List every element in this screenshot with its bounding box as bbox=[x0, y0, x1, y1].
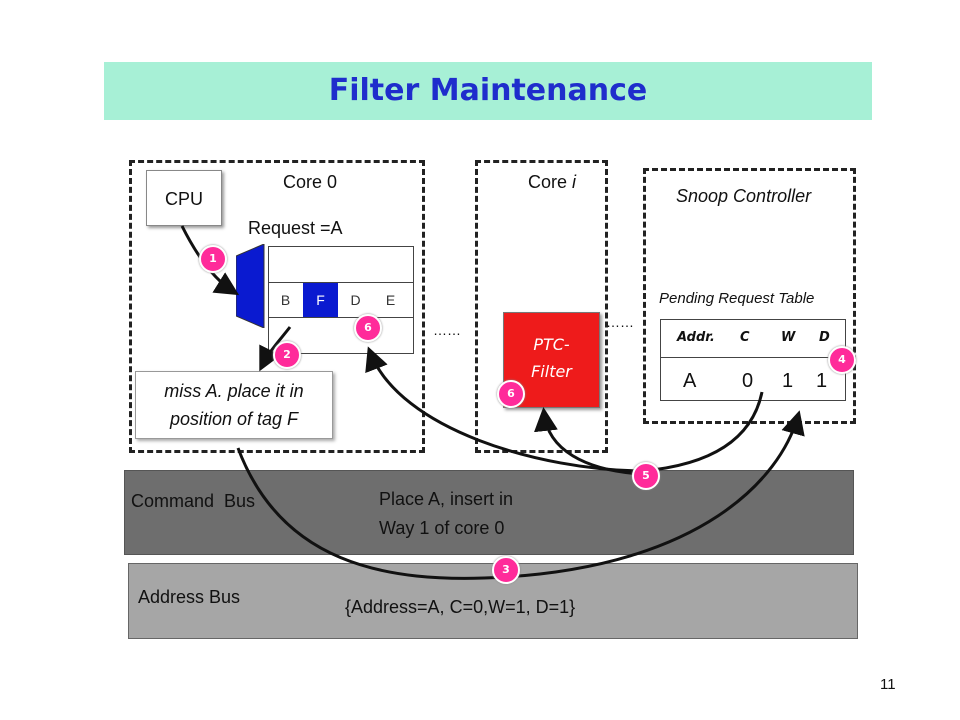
slide-title: Filter Maintenance bbox=[328, 73, 648, 108]
table-header-addr: Addr. bbox=[677, 330, 715, 345]
command-bus-label: Command Bus bbox=[131, 491, 256, 511]
ellipsis-left: …… bbox=[433, 322, 461, 338]
step-badge: 2 bbox=[273, 341, 301, 369]
ellipsis-right: …… bbox=[606, 314, 634, 330]
step-badge: 5 bbox=[632, 462, 660, 490]
cache-set bbox=[268, 246, 414, 354]
table-header-d: D bbox=[819, 330, 830, 345]
pending-request-table-title: Pending Request Table bbox=[659, 290, 815, 307]
ptc-filter-line2: Filter bbox=[531, 362, 572, 381]
title-bar bbox=[104, 62, 872, 120]
corei-label-var: i bbox=[572, 172, 577, 192]
step-badge: 1 bbox=[199, 245, 227, 273]
table-cell-c: 0 bbox=[742, 370, 754, 392]
cache-tag-highlighted: F bbox=[303, 283, 338, 317]
table-header-c: C bbox=[740, 330, 750, 345]
cache-row-divider bbox=[268, 317, 414, 318]
step-badge: 3 bbox=[492, 556, 520, 584]
address-bus-label: Address Bus bbox=[138, 587, 241, 607]
table-cell-addr: A bbox=[683, 370, 697, 392]
cache-tag: E bbox=[385, 292, 396, 308]
corei-label-prefix: Core bbox=[528, 172, 573, 192]
corei-region bbox=[475, 160, 608, 453]
table-header-w: W bbox=[781, 330, 796, 345]
page-number: 11 bbox=[880, 676, 896, 693]
table-cell-d: 1 bbox=[816, 370, 828, 392]
core0-label: Core 0 bbox=[283, 172, 338, 192]
table-cell-w: 1 bbox=[782, 370, 794, 392]
cache-tag: D bbox=[350, 292, 361, 308]
command-bus-text-line1: Place A, insert in bbox=[379, 489, 514, 509]
step-badge: 6 bbox=[354, 314, 382, 342]
mux-shape bbox=[236, 244, 265, 328]
corei-label: Core i bbox=[528, 172, 576, 193]
snoop-controller-label: Snoop Controller bbox=[676, 186, 812, 206]
cache-row-divider bbox=[268, 282, 414, 283]
step-badge: 4 bbox=[828, 346, 856, 374]
command-bus bbox=[124, 470, 854, 555]
table-row-divider bbox=[660, 357, 846, 358]
command-bus-text-line2: Way 1 of core 0 bbox=[379, 518, 505, 538]
miss-note-line2: position of tag F bbox=[169, 409, 299, 429]
cache-tag: B bbox=[280, 292, 291, 308]
ptc-filter-line1: PTC- bbox=[533, 335, 570, 354]
miss-note-line1: miss A. place it in bbox=[164, 381, 304, 401]
step-badge: 6 bbox=[497, 380, 525, 408]
address-bus-text: {Address=A, C=0,W=1, D=1} bbox=[345, 597, 576, 617]
cpu-box: CPU bbox=[146, 170, 222, 226]
request-label: Request =A bbox=[248, 218, 343, 238]
